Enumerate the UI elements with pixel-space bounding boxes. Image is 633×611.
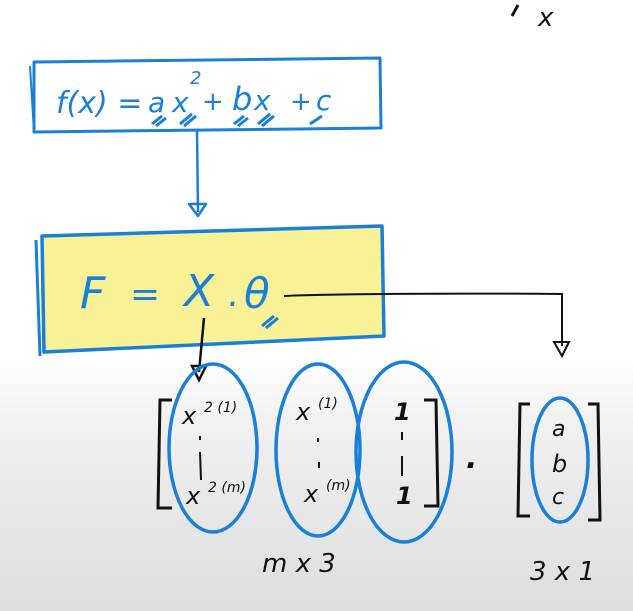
plus-sign-2: + bbox=[290, 87, 312, 117]
symbol-F: F bbox=[80, 268, 106, 319]
top-right-x-symbol: x bbox=[537, 3, 554, 33]
tick-under-a bbox=[151, 114, 167, 128]
col1-top-x: x bbox=[181, 402, 197, 430]
vector-highlight bbox=[530, 396, 590, 524]
matrix-left-bracket bbox=[156, 398, 172, 510]
symbol-X: X bbox=[182, 266, 215, 317]
tick-under-c bbox=[309, 114, 323, 126]
arrow-down-to-matrix-form bbox=[187, 129, 208, 218]
column-3-highlight bbox=[354, 360, 454, 544]
matrix-X-dimension: m x 3 bbox=[262, 549, 336, 579]
col1-vertical-dots bbox=[199, 436, 202, 481]
tick-under-x2 bbox=[179, 112, 197, 128]
symbol-theta: θ bbox=[244, 269, 270, 318]
tick-under-theta bbox=[261, 314, 279, 330]
tick-under-b bbox=[233, 114, 249, 128]
coefficient-b: b bbox=[232, 80, 252, 118]
arrow-X-to-matrix bbox=[189, 317, 209, 383]
theta-vector: a b c 3 x 1 bbox=[516, 396, 602, 587]
term-x: x bbox=[253, 84, 271, 117]
col2-vertical-dots bbox=[317, 438, 320, 468]
coefficient-a: a bbox=[148, 86, 165, 119]
col2-bottom-superscript: (m) bbox=[326, 478, 351, 494]
dot-operator-top: . bbox=[228, 274, 239, 315]
vector-dimension: 3 x 1 bbox=[530, 557, 595, 587]
col1-bottom-x: x bbox=[185, 482, 201, 510]
exponent-2: 2 bbox=[190, 68, 201, 89]
coefficient-c: c bbox=[316, 84, 332, 117]
col2-bottom-x: x bbox=[303, 480, 319, 508]
f-of-x-label: f(x) = bbox=[56, 86, 142, 121]
vector-right-bracket bbox=[588, 402, 602, 522]
top-right-stroke bbox=[510, 4, 520, 17]
column-1-highlight bbox=[167, 362, 259, 534]
arrow-theta-to-vector bbox=[283, 292, 571, 359]
column-2-highlight bbox=[274, 362, 362, 538]
vector-a: a bbox=[552, 417, 565, 442]
plus-sign-1: + bbox=[202, 87, 224, 117]
dot-operator-bottom: . bbox=[466, 441, 477, 476]
vector-c: c bbox=[552, 485, 564, 510]
col1-bottom-superscript: 2 (m) bbox=[208, 480, 246, 496]
term-x-squared: x bbox=[171, 86, 189, 119]
vector-left-bracket bbox=[516, 402, 530, 518]
equals-sign: = bbox=[130, 274, 160, 315]
matrix-right-bracket bbox=[424, 398, 440, 508]
col3-bottom-one: 1 bbox=[396, 482, 413, 510]
matrix-form-box: F = X . θ bbox=[34, 224, 386, 357]
col1-top-superscript: 2 (1) bbox=[204, 400, 237, 416]
polynomial-box: f(x) = a x 2 + b x + c bbox=[29, 56, 383, 134]
col3-top-one: 1 bbox=[394, 398, 411, 426]
matrix-X: x 2 (1) x 2 (m) x (1) x (m) 1 1 m x 3 bbox=[156, 360, 454, 579]
vector-b: b bbox=[552, 450, 567, 478]
col2-top-superscript: (1) bbox=[318, 396, 338, 412]
col2-top-x: x bbox=[295, 398, 311, 426]
tick-under-x bbox=[257, 112, 275, 128]
